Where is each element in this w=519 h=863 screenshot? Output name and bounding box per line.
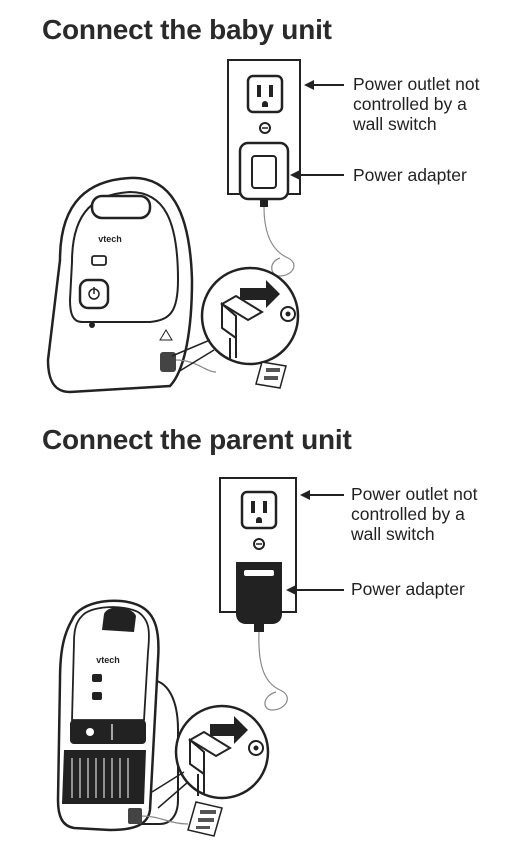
adapter-pointer-arrow xyxy=(286,585,344,595)
outlet-label: Power outlet not controlled by a wall sw… xyxy=(353,74,479,134)
parent-unit-heading: Connect the parent unit xyxy=(42,424,352,455)
outlet-pointer-arrow xyxy=(300,490,344,500)
power-adapter-icon xyxy=(238,141,290,207)
baby-unit-illustration: vtech xyxy=(46,59,344,394)
baby-unit-section: Connect the baby unit xyxy=(0,0,519,420)
outlet-pointer-arrow xyxy=(304,80,344,90)
outlet-label-line-3: wall switch xyxy=(351,524,435,544)
cord-tag-icon xyxy=(255,361,287,389)
adapter-label: Power adapter xyxy=(353,165,467,185)
plug-zoom-icon xyxy=(151,704,270,809)
outlet-label-line-1: Power outlet not xyxy=(351,484,478,504)
outlet-label-line-2: controlled by a xyxy=(353,94,467,114)
outlet-label-line-2: controlled by a xyxy=(351,504,465,524)
parent-unit-logo: vtech xyxy=(96,655,120,665)
outlet-label-line-3: wall switch xyxy=(353,114,437,134)
parent-unit-illustration: vtech xyxy=(56,477,344,837)
baby-unit-logo: vtech xyxy=(98,234,122,244)
outlet-label: Power outlet not controlled by a wall sw… xyxy=(351,484,477,544)
plug-zoom-icon xyxy=(171,266,300,373)
adapter-pointer-arrow xyxy=(290,170,344,180)
outlet-label-line-1: Power outlet not xyxy=(353,74,480,94)
baby-unit-heading: Connect the baby unit xyxy=(42,14,332,45)
parent-unit-device: vtech xyxy=(56,599,189,832)
parent-unit-section: Connect the parent unit xyxy=(0,420,519,863)
adapter-label: Power adapter xyxy=(351,579,465,599)
power-adapter-icon xyxy=(236,562,282,632)
cord-tag-icon xyxy=(187,801,223,837)
baby-unit-device: vtech xyxy=(46,176,217,394)
